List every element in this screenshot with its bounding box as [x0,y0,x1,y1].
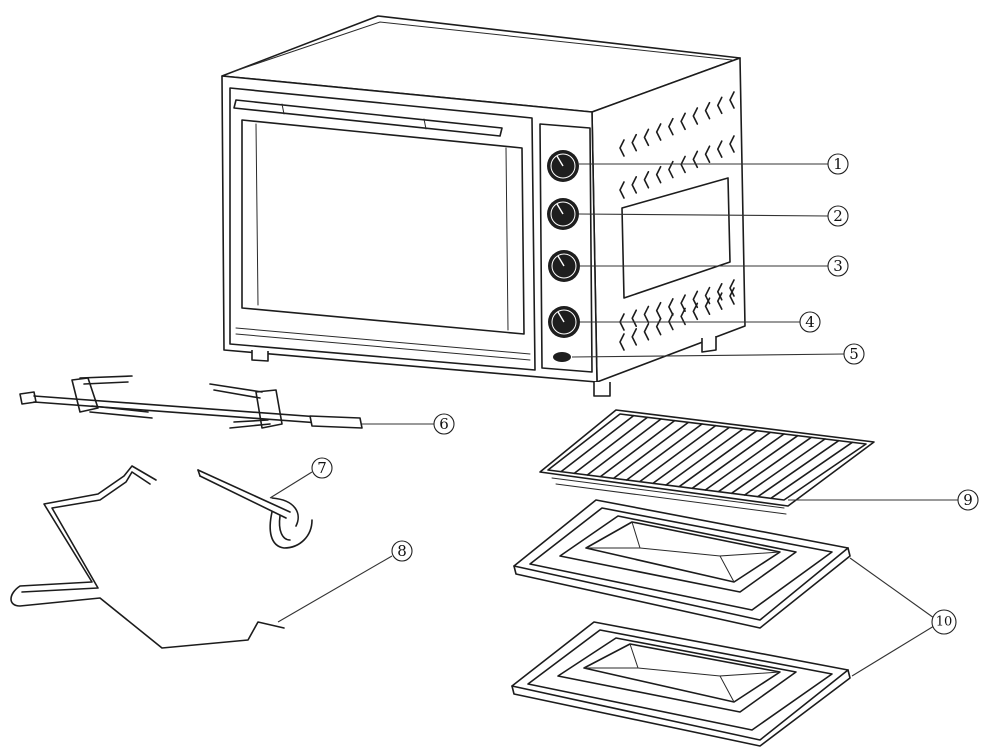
callout-10: 10 [931,609,957,635]
control-knob-2 [547,198,579,230]
door-handle [233,99,503,137]
baking-tray-lower [511,621,851,747]
callout-label-6: 6 [439,415,449,433]
callout-6: 6 [433,413,455,435]
oven-body [221,15,746,397]
callout-label-7: 7 [317,459,327,477]
callout-3: 3 [827,255,849,277]
rotisserie-handle [197,469,313,549]
callout-4: 4 [799,311,821,333]
leader-7 [269,471,313,499]
callout-7: 7 [311,457,333,479]
callout-label-5: 5 [849,345,859,363]
callout-label-8: 8 [397,542,407,560]
control-knob-1 [547,150,579,182]
leader-lines [269,163,958,677]
callout-5: 5 [843,343,865,365]
callout-label-3: 3 [833,257,843,275]
baking-tray-upper [513,499,851,629]
oven-foot [251,350,269,362]
control-panel [539,123,593,373]
leader-2 [578,213,829,217]
side-vents [619,91,735,351]
leader-8 [277,555,393,623]
callout-label-2: 2 [833,207,843,225]
callout-8: 8 [391,540,413,562]
leader-10b [851,625,935,677]
leader-10a [849,557,935,619]
callout-2: 2 [827,205,849,227]
wire-support [10,465,285,649]
leader-5 [571,353,845,358]
side-window [621,177,731,299]
callout-label-9: 9 [963,491,973,509]
control-knob-3 [548,250,580,282]
callout-label-10: 10 [936,615,953,630]
callout-label-1: 1 [833,155,843,173]
callout-9: 9 [957,489,979,511]
callout-label-4: 4 [805,313,815,331]
rotisserie-spit [19,375,363,429]
oven-side-panel [591,57,746,383]
oven-door [229,87,536,371]
callout-1: 1 [827,153,849,175]
wire-rack [539,409,875,515]
oven-foot [593,382,611,397]
control-knob-4 [548,306,580,338]
door-window [241,119,525,335]
oven-foot [701,336,717,353]
indicator-light [553,352,571,362]
